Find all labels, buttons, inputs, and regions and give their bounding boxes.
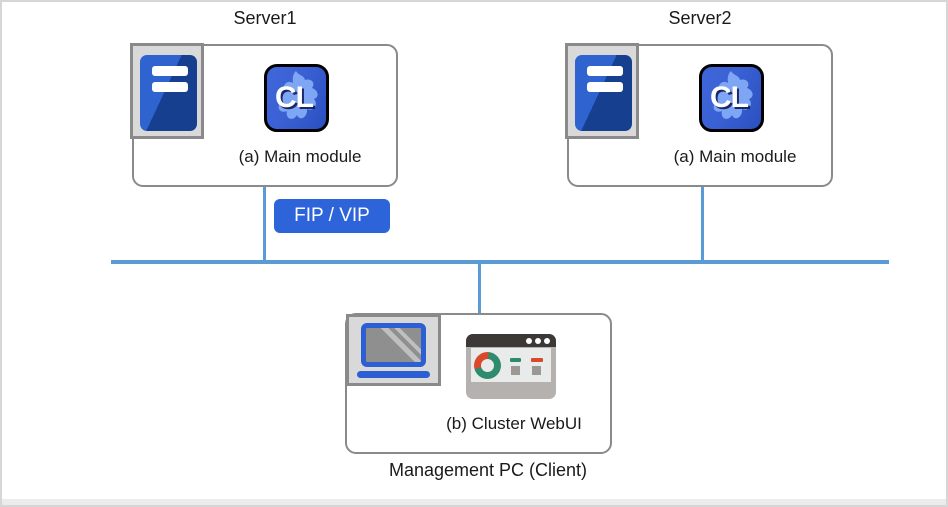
cl-icon-letters: CL — [275, 81, 314, 114]
server-slot-bar — [587, 66, 623, 76]
legend-square — [532, 366, 541, 375]
network-backbone-line — [111, 260, 889, 264]
server1-network-connector — [263, 187, 266, 262]
legend-dash-red — [531, 358, 543, 362]
server1-title: Server1 — [233, 8, 297, 28]
server-slot-bar — [152, 66, 188, 76]
cl-cluster-app-icon: CL — [699, 64, 764, 132]
laptop-screen — [361, 323, 426, 367]
cl-icon-letters: CL — [710, 81, 749, 114]
browser-content-panel — [471, 348, 551, 382]
server-tower-body — [140, 55, 197, 131]
laptop-base — [357, 371, 430, 378]
legend-square — [511, 366, 520, 375]
server2-network-connector — [701, 187, 704, 262]
cl-cluster-app-icon: CL — [264, 64, 329, 132]
server-slot-bar — [587, 82, 623, 92]
browser-dot — [544, 338, 550, 344]
cl-blob-shape — [713, 71, 753, 119]
browser-dot — [535, 338, 541, 344]
server2-title: Server2 — [668, 8, 732, 28]
server1-module-label: (a) Main module — [238, 147, 362, 166]
server-tower-icon — [130, 43, 204, 139]
management-module-label: (b) Cluster WebUI — [446, 414, 582, 433]
legend-dash-teal — [510, 358, 521, 362]
server-tower-icon — [565, 43, 639, 139]
webui-browser-window-icon — [466, 334, 556, 399]
browser-dot — [526, 338, 532, 344]
server-tower-body — [575, 55, 632, 131]
browser-titlebar — [466, 334, 556, 347]
management-pc-caption: Management PC (Client) — [388, 460, 588, 480]
laptop-icon — [346, 314, 441, 386]
cl-blob-shape — [278, 71, 318, 119]
window-bottom-edge — [2, 499, 946, 505]
donut-chart-icon — [474, 352, 501, 379]
server2-module-label: (a) Main module — [673, 147, 797, 166]
fip-vip-badge: FIP / VIP — [274, 199, 390, 233]
server-slot-bar — [152, 82, 188, 92]
management-pc-network-connector — [478, 263, 481, 314]
